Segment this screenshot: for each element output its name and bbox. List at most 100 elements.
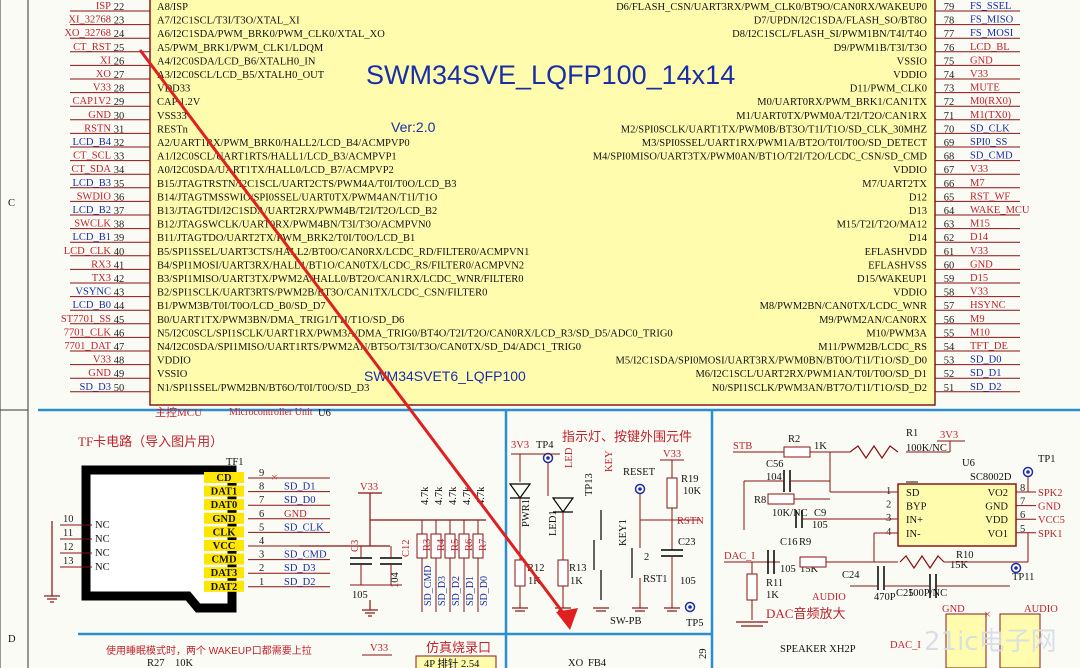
tf-res-net: SD_D0 [479, 576, 490, 606]
led-r13: R13 [569, 563, 587, 574]
audio-r9: R9 [799, 537, 811, 548]
mcu-right-net: SD_D2 [970, 382, 1002, 393]
amp-right-pin: GND [985, 502, 1008, 513]
mcu-left-pin-num: 28 [114, 84, 125, 95]
mcu-left-net: CAP1V2 [72, 96, 111, 107]
audio-r1: R1 [906, 428, 918, 439]
mcu-left-net: GND [88, 110, 111, 121]
tf-res-value: 4.7k [420, 486, 431, 505]
tf-res-ref: R5 [450, 539, 461, 551]
mcu-right-pin-num: 73 [944, 84, 955, 95]
mcu-right-pin-num: 52 [944, 369, 955, 380]
audio-r8-value: 10K/NC [772, 508, 808, 519]
audio-tp1: TP1 [1038, 454, 1056, 465]
amp-right-pin: VO2 [988, 488, 1008, 499]
mcu-right-pin-num: 69 [944, 138, 955, 149]
mcu-left-pin-num: 30 [114, 111, 125, 122]
mcu-left-net: V33 [93, 355, 111, 366]
bottom-r27: R27 [147, 658, 165, 668]
mcu-version: Ver:2.0 [391, 119, 436, 135]
mcu-right-net: TFT_DE [970, 341, 1008, 352]
mcu-right-net: M0(RX0) [970, 96, 1012, 107]
mcu-left-pin-num: 40 [114, 247, 125, 258]
mcu-left-pin-num: 24 [114, 29, 125, 40]
mcu-left-pin-num: 35 [114, 179, 125, 190]
tf-v33-label: V33 [360, 482, 378, 493]
mcu-right-net: GND [970, 55, 993, 66]
audio-daci2: DAC_I [890, 640, 921, 651]
amp-output-net: SPK1 [1038, 529, 1063, 540]
mcu-right-pin-num: 79 [944, 2, 955, 13]
mcu-right-func: EFLASHVDD [865, 247, 928, 258]
amp-left-pin: SD [906, 488, 920, 499]
bottom-prog: 仿真烧录口 [426, 640, 491, 655]
mcu-right-func: D13 [909, 206, 927, 217]
audio-r9-value: 15K [800, 564, 819, 575]
audio-3v3: 3V3 [940, 430, 958, 441]
audio-r11-value: 1K [766, 590, 779, 601]
mcu-right-net: M15 [970, 219, 990, 230]
audio-audio-label: AUDIO [812, 592, 846, 603]
led-r19: R19 [681, 474, 699, 485]
led-key: KEY [604, 450, 615, 472]
tf-title: TF卡电路（导入图片用） [78, 434, 223, 449]
mcu-right-func: VDDIO [893, 70, 927, 81]
mcu-left-func: B3/SPI1MISO/UART3TX/PWM2A/HALL0/BT2O/CAN… [157, 274, 524, 285]
mcu-left-func: B1/PWM3B/T0I/T0O/LCD_B0/SD_D7 [157, 301, 326, 312]
mcu-left-func: N5/I2C0SCL/SPI1SCLK/UART1RX/PWM3A/DMA_TR… [157, 328, 673, 339]
mcu-right-pin-num: 71 [944, 111, 955, 122]
mcu-left-net: XO_32768 [64, 28, 111, 39]
mcu-title: SWM34SVE_LQFP100_14x14 [366, 60, 735, 90]
tf-pin-num: 8 [259, 482, 264, 493]
tf-res-net: SD_D1 [465, 576, 476, 606]
amp-left-pin: IN+ [906, 515, 923, 526]
mcu-left-net: SWDIO [77, 191, 112, 202]
mcu-right-func: D14 [909, 233, 928, 244]
mcu-left-func: RESTn [157, 124, 189, 135]
audio-c24-value: 470P [874, 592, 896, 603]
audio-gnd: GND [942, 604, 965, 615]
watermark: 21ic电子网 [924, 627, 1057, 657]
mcu-right-net: D15 [970, 273, 988, 284]
mcu-right-func: M2/SPI0SCLK/UART1TX/PWM0B/BT3O/T1I/T1O/S… [621, 124, 927, 135]
bottom-xo: XO [568, 658, 584, 668]
mcu-right-func: M11/PWM2B/LCDC_RS [818, 342, 927, 353]
mcu-right-net: RST_WF [970, 191, 1010, 202]
amp-left-num: 4 [886, 527, 892, 538]
led-tp13: TP13 [584, 473, 595, 496]
mcu-left-pin-num: 47 [114, 342, 125, 353]
audio-c56-value: 104 [766, 472, 783, 483]
bottom-fb4: FB4 [588, 658, 607, 668]
mcu-left-func: A7/I2C1SCL/T3I/T3O/XTAL_XI [157, 16, 300, 27]
mcu-right-net: V33 [970, 164, 988, 175]
audio-x-mark: × [984, 607, 991, 621]
tf-pin-name: DAT3 [211, 568, 238, 579]
tf-res-value: 4.7k [462, 486, 473, 505]
mcu-right-pin-num: 58 [944, 288, 955, 299]
tf-pin-name: DAT0 [211, 500, 238, 511]
mcu-right-net: M7 [970, 178, 985, 189]
led-v33: V33 [663, 449, 681, 460]
amp-output-net: VCC5 [1038, 515, 1065, 526]
audio-r11: R11 [766, 578, 783, 589]
mcu-right-pin-num: 77 [944, 29, 955, 40]
mcu-left-func: A3/I2C0SCL/LCD_B5/XTALH0_OUT [157, 70, 325, 81]
mcu-right-net: M9 [970, 314, 985, 325]
mcu-right-func: N0/SPI1SCLK/PWM3AN/BT7O/T1I/T1O/SD_D2 [712, 383, 927, 394]
mcu-right-func: D12 [909, 192, 927, 203]
mcu-right-net: FS_MISO [970, 15, 1014, 26]
mcu-left-net: ISP [96, 1, 111, 12]
mcu-ref: U6 [318, 408, 331, 419]
annotation-arrow [138, 49, 572, 623]
tf-nc-num: 13 [63, 556, 74, 567]
mcu-right-net: MUTE [970, 83, 1000, 94]
mcu-right-func: VSSIO [897, 56, 928, 67]
led-c23-value: 105 [680, 576, 696, 587]
mcu-left-pin-num: 48 [114, 356, 125, 367]
mcu-right-net: FS_MOSI [970, 28, 1014, 39]
mcu-left-net: LCD_B1 [72, 232, 111, 243]
mcu-left-net: RSTN [84, 123, 111, 134]
mcu-right-pin-num: 54 [944, 342, 955, 353]
